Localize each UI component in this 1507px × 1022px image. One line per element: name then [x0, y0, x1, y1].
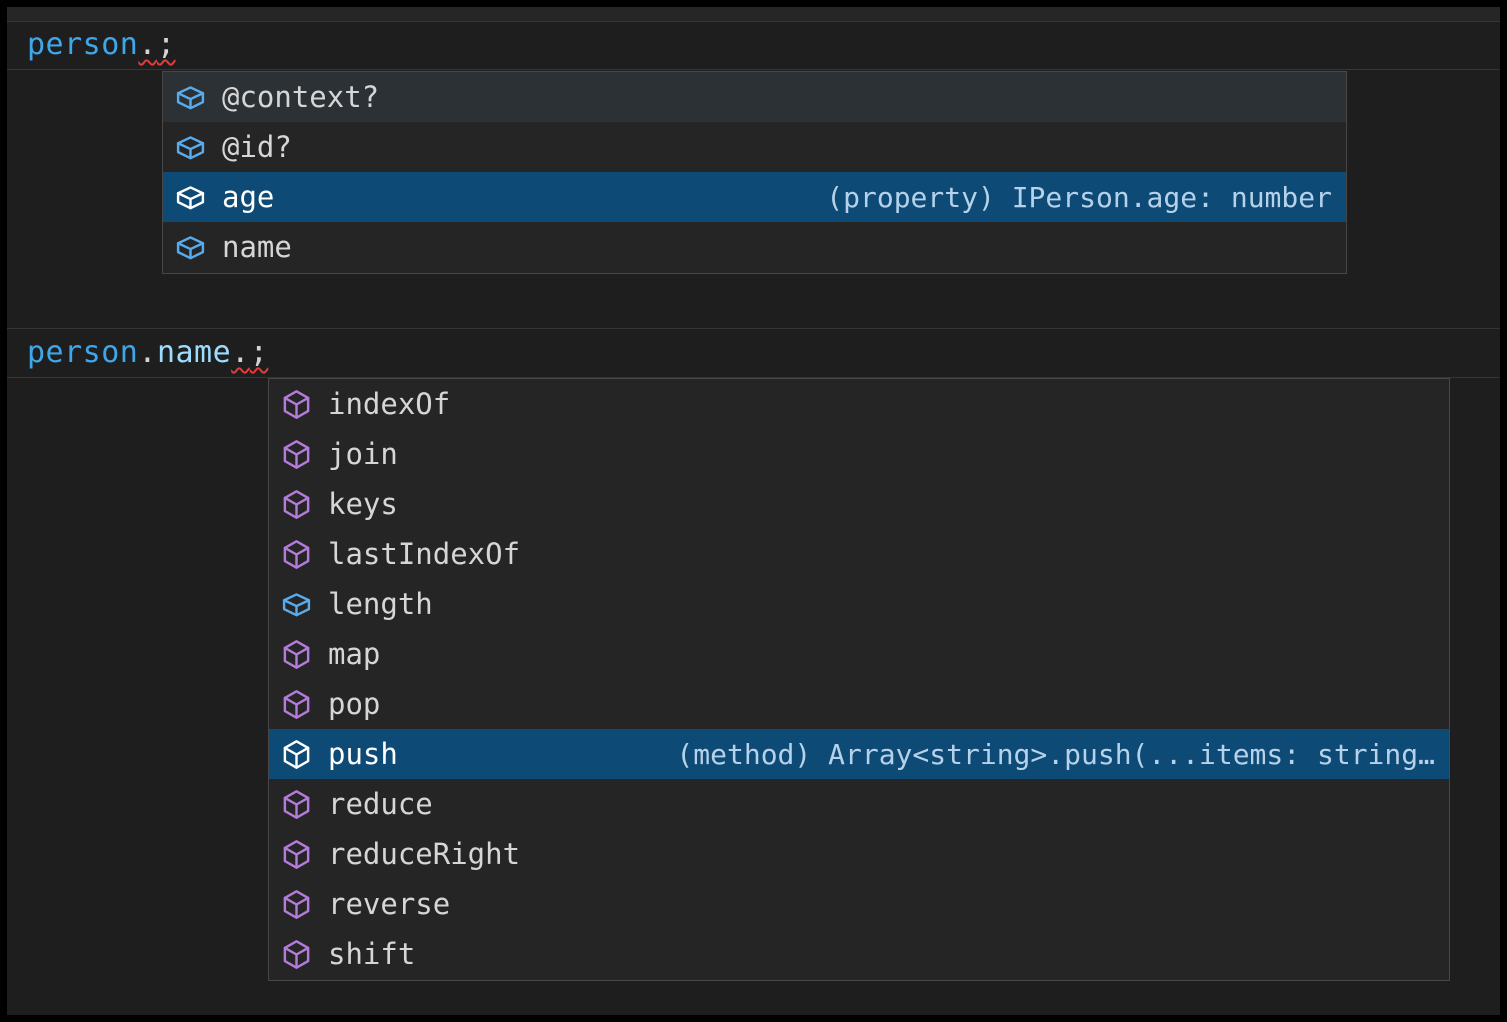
- suggest-item-label: indexOf: [328, 387, 451, 421]
- suggest-item-label: length: [328, 587, 433, 621]
- suggest-item-label: reduce: [328, 787, 433, 821]
- suggest-item-label: name: [222, 230, 292, 264]
- code-token: person: [27, 27, 139, 62]
- suggest-item[interactable]: lastIndexOf: [269, 529, 1449, 579]
- editor-seam-line: [7, 69, 1500, 70]
- code-token: .: [138, 335, 157, 370]
- suggest-widget-person: @context? @id? age (property) IPerson.age…: [162, 71, 1347, 274]
- suggest-item[interactable]: push (method) Array<string>.push(...items…: [269, 729, 1449, 779]
- suggest-item-label: @id?: [222, 130, 292, 164]
- field-icon: [176, 85, 205, 109]
- suggest-item[interactable]: reverse: [269, 879, 1449, 929]
- suggest-item-label: @context?: [222, 80, 380, 114]
- editor-code-line-1[interactable]: person.;: [27, 22, 176, 68]
- code-token-error: .: [231, 335, 250, 370]
- editor-seam-line: [7, 377, 1500, 378]
- code-token-error: ;: [156, 27, 176, 62]
- code-token: person: [27, 335, 139, 370]
- suggest-item[interactable]: reduce: [269, 779, 1449, 829]
- suggest-item[interactable]: join: [269, 429, 1449, 479]
- field-icon: [176, 185, 205, 209]
- method-icon: [283, 889, 310, 919]
- method-icon: [283, 389, 310, 419]
- field-icon: [282, 592, 311, 616]
- method-icon: [283, 839, 310, 869]
- suggest-item[interactable]: age (property) IPerson.age: number: [163, 172, 1346, 222]
- code-token: name: [156, 335, 232, 370]
- suggest-item-label: pop: [328, 687, 381, 721]
- suggest-item-label: join: [328, 437, 398, 471]
- suggest-item[interactable]: @id?: [163, 122, 1346, 172]
- suggest-item-label: age: [222, 180, 275, 214]
- code-token-error: ;: [249, 335, 269, 370]
- method-icon: [283, 439, 310, 469]
- suggest-item[interactable]: keys: [269, 479, 1449, 529]
- suggest-item[interactable]: map: [269, 629, 1449, 679]
- method-icon: [283, 689, 310, 719]
- suggest-item[interactable]: name: [163, 222, 1346, 272]
- suggest-item-detail: (method) Array<string>.push(...items: st…: [676, 737, 1435, 771]
- field-icon: [176, 135, 205, 159]
- suggest-widget-string: indexOf join keys lastIndexOf length map…: [268, 378, 1450, 981]
- suggest-item-label: keys: [328, 487, 398, 521]
- method-icon: [283, 489, 310, 519]
- field-icon: [176, 235, 205, 259]
- suggest-item[interactable]: reduceRight: [269, 829, 1449, 879]
- suggest-item[interactable]: indexOf: [269, 379, 1449, 429]
- suggest-item-label: shift: [328, 937, 416, 971]
- suggest-item-detail: (property) IPerson.age: number: [826, 180, 1332, 214]
- method-icon: [283, 739, 310, 769]
- editor-code-line-2[interactable]: person.name.;: [27, 330, 268, 376]
- suggest-item-label: lastIndexOf: [328, 537, 521, 571]
- suggest-item-label: push: [328, 737, 398, 771]
- method-icon: [283, 639, 310, 669]
- suggest-item-label: reduceRight: [328, 837, 521, 871]
- suggest-item[interactable]: shift: [269, 929, 1449, 979]
- editor-top-band: [7, 7, 1500, 21]
- method-icon: [283, 789, 310, 819]
- suggest-item[interactable]: @context?: [163, 72, 1346, 122]
- suggest-item-label: map: [328, 637, 381, 671]
- editor-seam-line: [7, 21, 1500, 22]
- method-icon: [283, 539, 310, 569]
- suggest-item[interactable]: pop: [269, 679, 1449, 729]
- code-token-error: .: [138, 27, 157, 62]
- suggest-item[interactable]: length: [269, 579, 1449, 629]
- suggest-item-label: reverse: [328, 887, 451, 921]
- editor-seam-line: [7, 328, 1500, 329]
- method-icon: [283, 939, 310, 969]
